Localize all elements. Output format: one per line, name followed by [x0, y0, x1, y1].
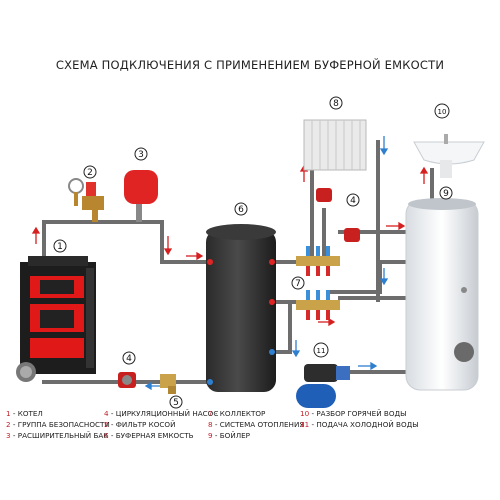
legend-item: 9 - БОЙЛЕР	[208, 431, 250, 440]
legend-item: 10 - РАЗБОР ГОРЯЧЕЙ ВОДЫ	[300, 409, 407, 418]
legend-item: 2 - ГРУППА БЕЗОПАСНОСТИ	[6, 420, 110, 429]
expansion-tank	[124, 170, 158, 222]
marker-3: 3	[134, 147, 148, 161]
svg-text:3: 3	[138, 150, 144, 160]
washbasin	[413, 134, 485, 178]
marker-10: 10	[434, 103, 450, 119]
diagram-title: СХЕМА ПОДКЛЮЧЕНИЯ С ПРИМЕНЕНИЕМ БУФЕРНОЙ…	[55, 58, 445, 72]
hot-flow-arrows	[31, 164, 429, 327]
legend-item: 1 - КОТЕЛ	[6, 409, 43, 418]
marker-8: 8	[329, 96, 343, 110]
buffer-tank	[206, 224, 276, 392]
legend-item: 6 - БУФЕРНАЯ ЕМКОСТЬ	[104, 431, 194, 440]
marker-6: 6	[234, 202, 248, 216]
circulation-pump-upper	[316, 188, 360, 242]
legend-item: 5 - ФИЛЬТР КОСОЙ	[104, 420, 176, 429]
svg-text:5: 5	[173, 398, 179, 408]
svg-text:10: 10	[438, 108, 447, 116]
svg-text:8: 8	[333, 99, 339, 109]
pipes	[42, 140, 434, 384]
booster-pump-station	[296, 364, 350, 408]
y-strainer	[160, 374, 176, 394]
svg-text:4: 4	[126, 354, 132, 364]
legend-item: 7 - КОЛЛЕКТОР	[208, 409, 266, 418]
marker-5: 5	[169, 395, 183, 409]
svg-text:4: 4	[350, 196, 356, 206]
legend-item: 3 - РАСШИРИТЕЛЬНЫЙ БАК	[6, 431, 109, 440]
marker-7: 7	[291, 276, 305, 290]
legend-column-1: 1 - КОТЕЛ 2 - ГРУППА БЕЗОПАСНОСТИ 3 - РА…	[6, 408, 110, 441]
svg-text:2: 2	[87, 168, 93, 178]
svg-text:1: 1	[57, 242, 63, 252]
legend-item: 4 - ЦИРКУЛЯЦИОННЫЙ НАСОС	[104, 409, 219, 418]
radiator	[303, 119, 367, 171]
marker-4b: 4	[346, 193, 360, 207]
callout-markers: 1 2 3 4 4 5 6 7 8 9 10 11	[53, 96, 453, 409]
safety-group	[68, 178, 104, 222]
legend-item: 8 - СИСТЕМА ОТОПЛЕНИЯ	[208, 420, 305, 429]
water-heater	[405, 198, 479, 391]
circulation-pump	[118, 372, 136, 388]
svg-text:9: 9	[443, 189, 449, 199]
manifold	[296, 246, 340, 320]
legend-column-4: 10 - РАЗБОР ГОРЯЧЕЙ ВОДЫ 11 - ПОДАЧА ХОЛ…	[300, 408, 419, 430]
legend-item: 11 - ПОДАЧА ХОЛОДНОЙ ВОДЫ	[300, 420, 419, 429]
marker-4a: 4	[122, 351, 136, 365]
marker-1: 1	[53, 239, 67, 253]
svg-text:6: 6	[238, 205, 244, 215]
svg-text:7: 7	[295, 279, 301, 289]
legend-column-3: 7 - КОЛЛЕКТОР 8 - СИСТЕМА ОТОПЛЕНИЯ 9 - …	[208, 408, 304, 441]
svg-text:11: 11	[317, 347, 326, 355]
marker-2: 2	[83, 165, 97, 179]
solid-fuel-boiler	[16, 256, 96, 382]
marker-11: 11	[313, 342, 329, 358]
marker-9: 9	[439, 186, 453, 200]
legend-column-2: 4 - ЦИРКУЛЯЦИОННЫЙ НАСОС 5 - ФИЛЬТР КОСО…	[104, 408, 218, 441]
cold-flow-arrows	[144, 136, 389, 391]
